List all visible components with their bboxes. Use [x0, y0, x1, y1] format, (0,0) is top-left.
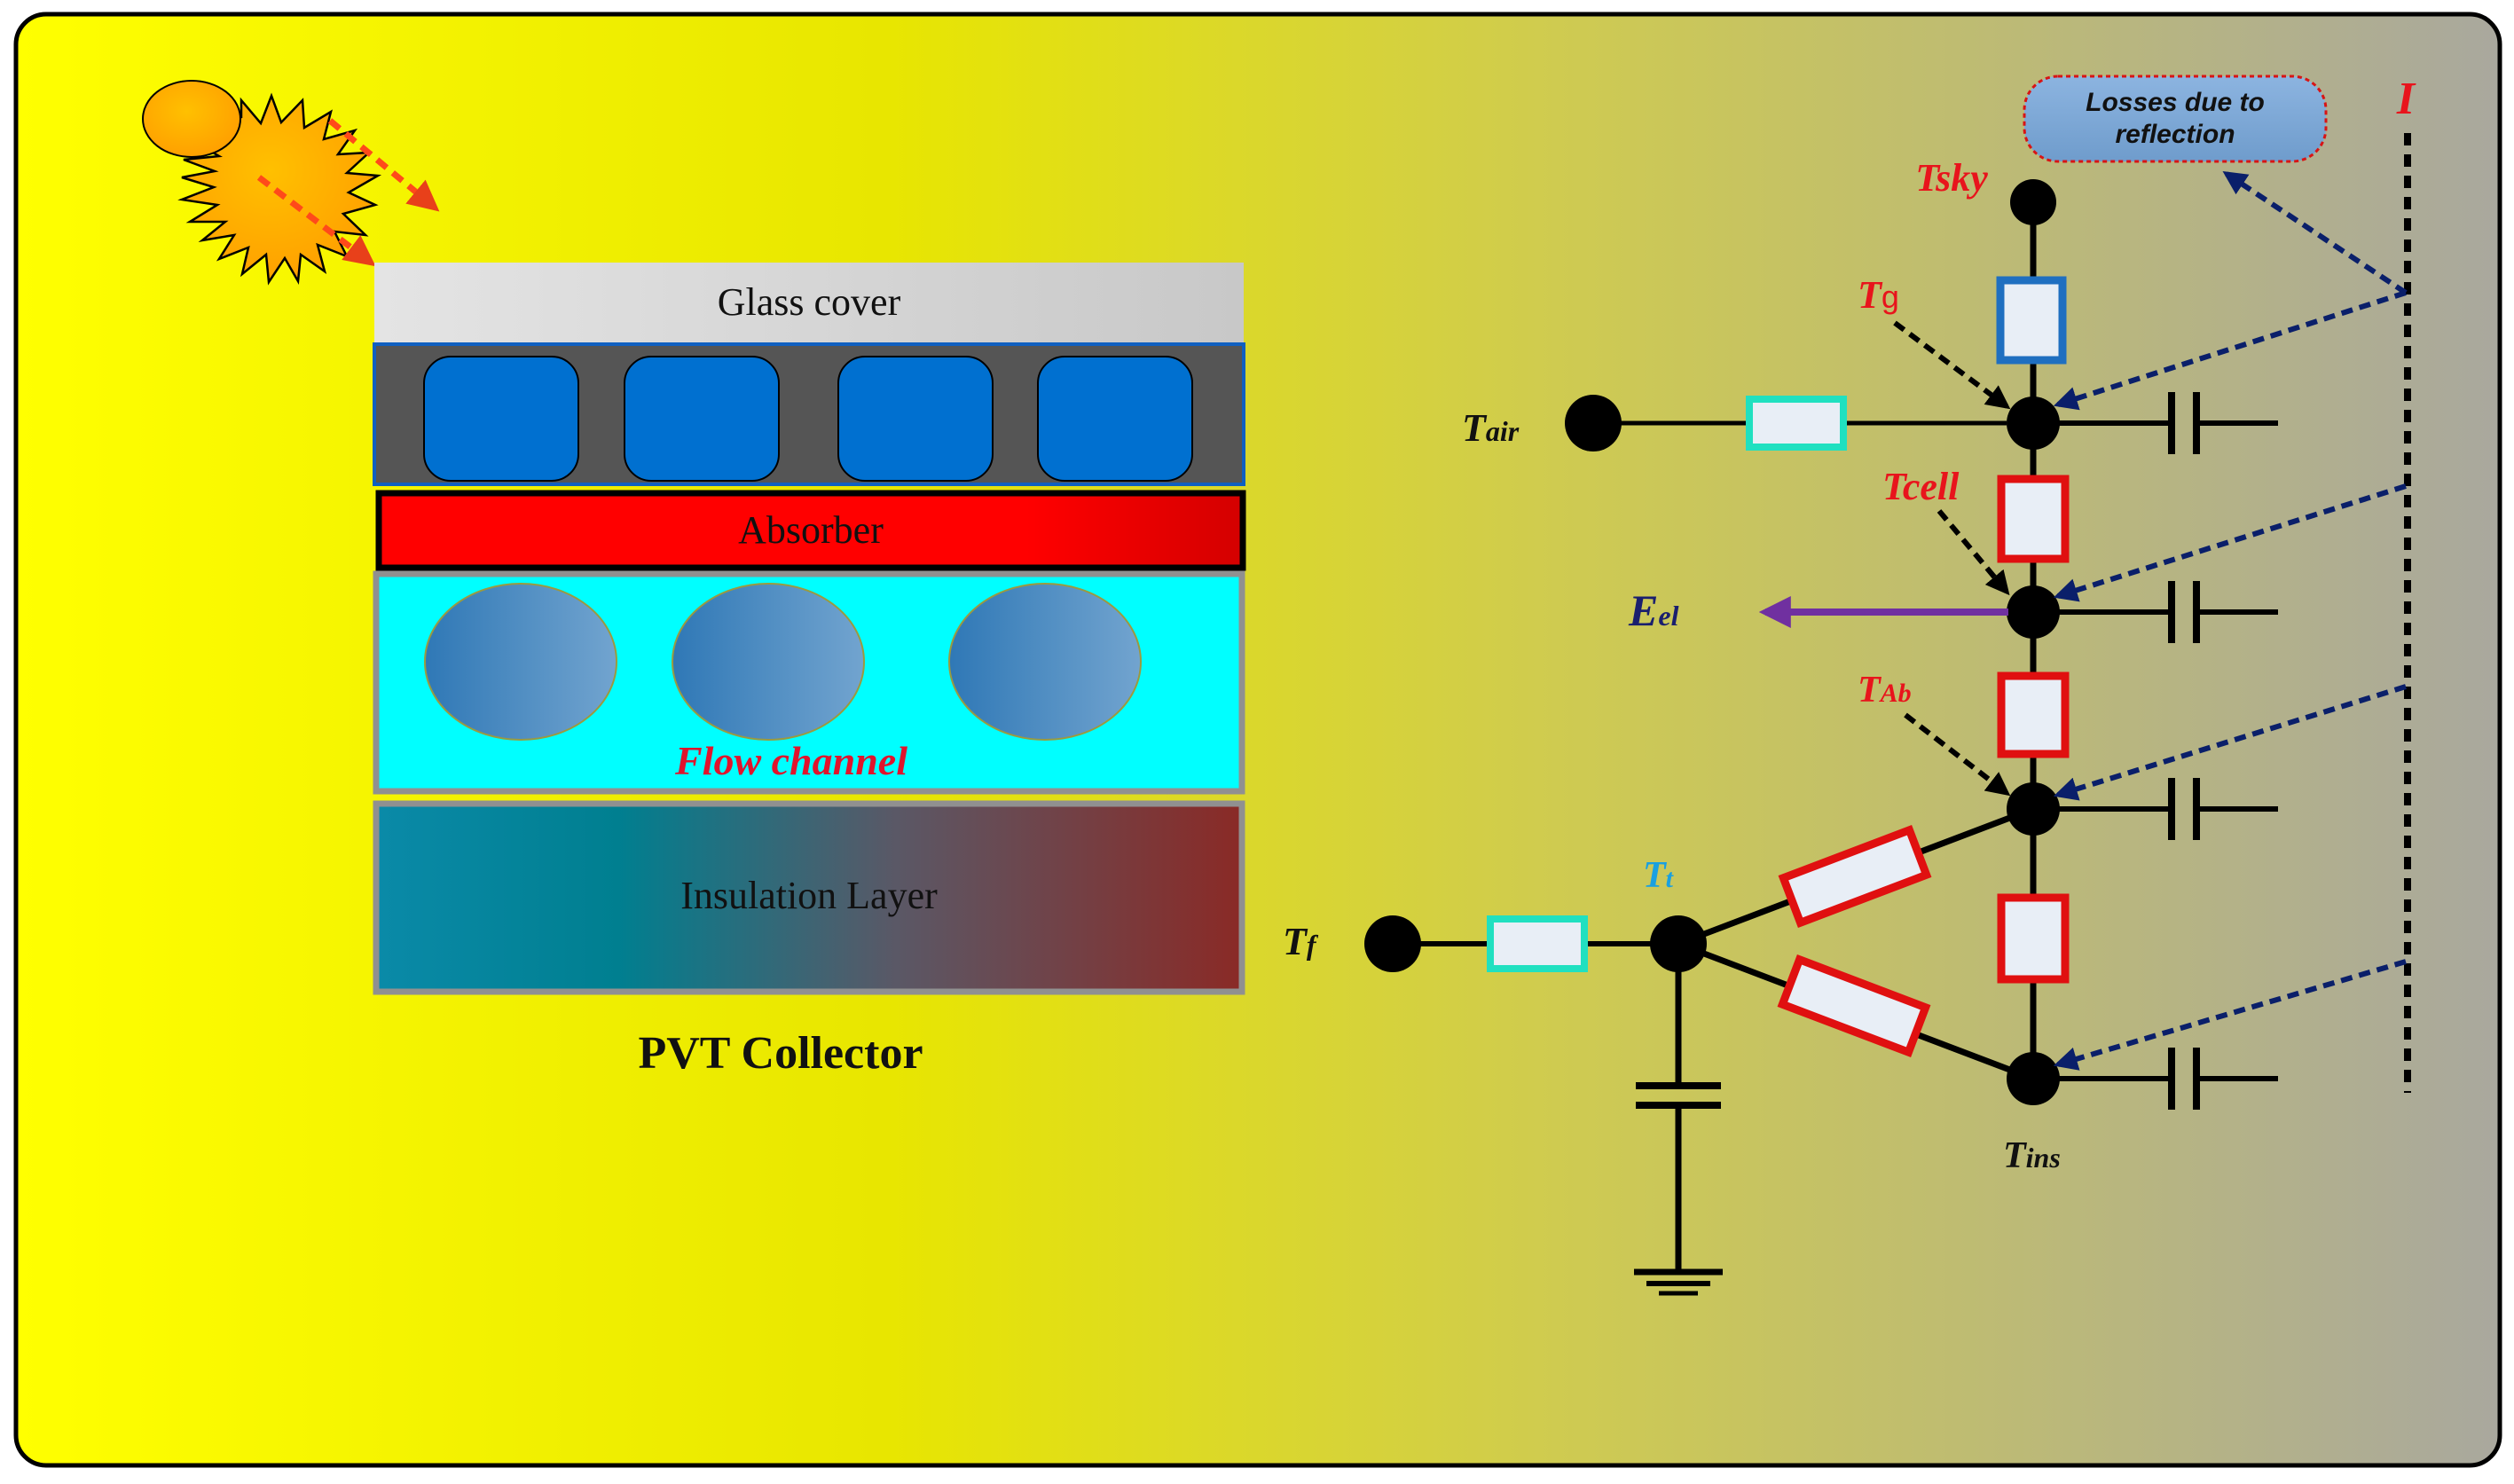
reflection-note-line2: reflection	[2115, 120, 2235, 149]
tg-label: Tg	[1858, 273, 1899, 317]
ground-icon	[1634, 1268, 1723, 1296]
resistor-cell-absorber	[1997, 671, 2070, 758]
flow-tube-2	[672, 583, 865, 741]
pvt-collector: Glass cover Absorber Flow channel Insula…	[373, 263, 1246, 995]
tsky-label: Tsky	[1915, 156, 1988, 200]
tab-label: TAb	[1858, 670, 1912, 711]
insulation-label: Insulation Layer	[680, 874, 938, 917]
insulation-layer	[373, 800, 1245, 995]
tsky-node	[2010, 179, 2056, 225]
irradiance-arrow-insulation	[2053, 959, 2407, 1071]
resistor-tt-absorber	[1778, 824, 1932, 929]
flow-tube-3	[948, 583, 1142, 741]
irradiance-arrow-absorber	[2053, 684, 2407, 801]
irradiance-arrow-cell	[2053, 483, 2407, 602]
tg-pointer-arrow	[1893, 320, 2011, 410]
flow-tube-1	[424, 583, 617, 741]
sunray-arrow-2	[256, 175, 376, 267]
glass-cover-layer	[374, 263, 1244, 344]
resistor-tt-insulation	[1777, 954, 1931, 1058]
pv-cell-1	[423, 356, 579, 482]
tair-node	[1565, 395, 1622, 451]
resistor-absorber-insulation	[1997, 893, 2070, 984]
pv-cell-3	[837, 356, 994, 482]
pv-cell-4	[1037, 356, 1193, 482]
resistor-glass-cell	[1997, 475, 2070, 563]
tab-pointer-arrow	[1904, 712, 2011, 797]
sun-core	[142, 80, 241, 158]
tf-node	[1364, 915, 1421, 972]
flow-channel-label: Flow channel	[674, 738, 907, 783]
reflection-note-bubble	[2023, 75, 2328, 163]
irradiance-arrow-glass	[2053, 290, 2407, 411]
glass-cover-label: Glass cover	[718, 280, 901, 324]
pv-cell-2	[624, 356, 780, 482]
irradiance-label: I	[2396, 74, 2416, 124]
tf-label: Tf	[1283, 920, 1319, 963]
thermal-network: Tsky Tg Tair Tcell Eel	[1283, 74, 2416, 1296]
tcell-label: Tcell	[1882, 465, 1960, 508]
absorber-layer	[375, 490, 1246, 571]
sunray-arrow-1	[327, 118, 440, 212]
pvt-collector-caption: PVT Collector	[638, 1028, 923, 1079]
resistor-fluid	[1487, 915, 1588, 972]
eel-label: Eel	[1628, 585, 1679, 635]
tins-label: Tins	[2003, 1135, 2061, 1176]
resistor-air	[1746, 396, 1847, 451]
resistor-sky-glass	[1996, 276, 2067, 365]
reflection-note-line1: Losses due to	[2086, 88, 2265, 117]
tt-label: Tt	[1643, 855, 1675, 896]
tair-label: Tair	[1462, 406, 1520, 450]
absorber-label: Absorber	[738, 508, 884, 552]
